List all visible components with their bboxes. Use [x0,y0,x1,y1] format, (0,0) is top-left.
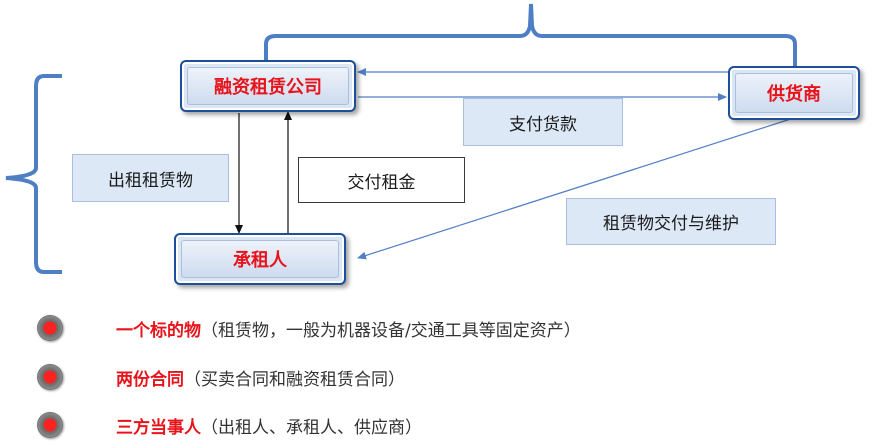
left-brace [5,74,62,274]
node-supplier: 供货商 [728,66,860,120]
bullet-item-1-detail: （租赁物，一般为机器设备/交通工具等固定资产） [201,321,581,341]
edge-label-rent: 交付租金 [298,157,465,203]
edge-label-lease-out: 出租租赁物 [72,154,229,202]
edge-label-delivery: 租赁物交付与维护 [566,198,776,245]
bullet-item-3: 三方当事人（出租人、承租人、供应商） [116,413,422,438]
bullet-item-1: 一个标的物（租赁物，一般为机器设备/交通工具等固定资产） [116,316,581,341]
bullet-item-2: 两份合同（买卖合同和融资租赁合同） [116,365,405,390]
bullet-dot-1 [37,315,63,341]
bullet-item-3-detail: （出租人、承租人、供应商） [201,418,422,438]
node-supplier-label: 供货商 [767,84,821,105]
bullet-item-1-title: 一个标的物 [116,321,201,341]
node-lessee: 承租人 [174,233,346,285]
bullet-dot-2 [37,364,63,390]
bullet-item-2-title: 两份合同 [116,370,184,390]
node-leasing-company-label: 融资租赁公司 [214,77,322,98]
top-brace [264,3,797,70]
bullet-item-2-detail: （买卖合同和融资租赁合同） [184,370,405,390]
node-lessee-label: 承租人 [233,250,287,271]
bullet-item-3-title: 三方当事人 [116,418,201,438]
edge-label-payment: 支付货款 [463,98,623,146]
arrow-supplier-to-lessee [357,115,801,260]
node-leasing-company: 融资租赁公司 [180,60,356,112]
bullet-dot-3 [37,412,63,438]
